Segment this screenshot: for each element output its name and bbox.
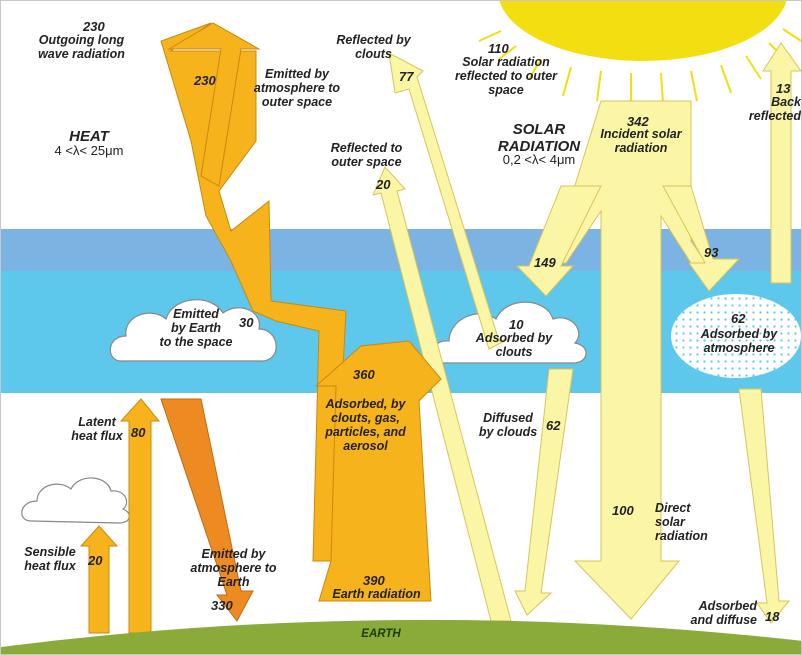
earth-radiation-label: Earth radiation — [332, 587, 421, 601]
outgoing-longwave-value: 230 — [83, 19, 105, 34]
heat-title: HEAT — [69, 128, 109, 145]
direct-value: 100 — [612, 503, 634, 518]
sun — [478, 1, 801, 104]
cloud-small — [21, 477, 130, 524]
incident-label: Incident solar radiation — [600, 127, 682, 155]
arrow-93 — [662, 185, 741, 292]
earth-radiation-arrow — [314, 340, 442, 602]
absorbed-gas-value: 360 — [353, 367, 375, 382]
earth-radiation-value: 390 — [363, 573, 385, 588]
cloud-middle — [431, 301, 587, 364]
emitted-atmosphere-space-value: 230 — [194, 73, 216, 88]
solar-reflected-label: Solar radiation reflected to outer space — [454, 55, 558, 97]
back-reflected-value: 13 — [776, 81, 791, 96]
emitted-earth-space-label: Emitted by Earth to the space — [159, 307, 233, 349]
emitted-atmosphere-earth-label: Emitted by atmosphere to Earth — [190, 547, 277, 589]
absorbed-clouds-label: Adsorbed by clouts — [475, 331, 553, 359]
absorbed-clouds-value: 10 — [509, 317, 524, 332]
diffused-label: Diffused by clouds — [478, 411, 538, 439]
arrow-149 — [515, 185, 602, 297]
sensible-label: Sensible heat flux — [24, 545, 76, 573]
direct-label: Direct solar radiation — [655, 501, 708, 543]
latent-label: Latent heat flux — [71, 415, 123, 443]
solar-title: SOLAR RADIATION — [497, 121, 581, 155]
emitted-atmosphere-earth-value: 330 — [211, 598, 233, 613]
absorbed-diffuse-value: 18 — [765, 609, 780, 624]
diffused-value: 62 — [546, 418, 561, 433]
outgoing-longwave-arrow — [167, 22, 261, 187]
sensible-value: 20 — [88, 553, 103, 568]
reflected-clouds-arrow — [388, 52, 510, 350]
absorbed-gas-label: Adsorbed, by clouts, gas, particles, and… — [325, 397, 406, 453]
reflected-outer-label: Reflected to outer space — [330, 141, 403, 169]
solar-reflected-value: 110 — [488, 41, 509, 56]
earth-ground — [1, 619, 801, 654]
reflected-outer-arrow — [372, 166, 512, 622]
earth-label: EARTH — [361, 628, 401, 640]
absorbed-diffuse-label: Adsorbed and diffuse — [690, 599, 757, 627]
emitted-atmosphere-space-label: Emitted by atmosphere to outer space — [253, 67, 341, 109]
sensible-heat-arrow — [79, 525, 119, 634]
reflected-outer-value: 20 — [376, 177, 391, 192]
cloud-left — [109, 299, 277, 362]
latent-heat-arrow — [119, 398, 161, 634]
reflected-clouds-label: Reflected by clouts — [336, 33, 411, 61]
atmosphere-absorption-ellipse — [671, 294, 801, 378]
emitted-atmosphere-earth-arrow — [160, 398, 254, 622]
to-atmosphere-value: 93 — [704, 245, 719, 260]
incident-value: 342 — [627, 114, 649, 129]
incident-solar-arrow — [550, 100, 707, 620]
absorbed-atmosphere-value: 62 — [731, 311, 746, 326]
back-reflected-label: Back reflected — [748, 95, 801, 123]
emitted-earth-space-value: 30 — [239, 315, 254, 330]
outgoing-longwave-label: Outgoing long wave radiation — [38, 33, 125, 61]
absorbed-atmosphere-label: Adsorbed by atmosphere — [700, 327, 778, 355]
solar-range: 0,2 <λ< 4μm — [502, 152, 576, 167]
back-reflected-arrow — [762, 42, 801, 284]
diffused-arrow — [514, 368, 574, 616]
absorbed-diffuse-arrow — [738, 388, 791, 624]
latent-value: 80 — [131, 425, 146, 440]
reflected-clouds-value: 77 — [399, 69, 414, 84]
to-clouds-value: 149 — [534, 255, 556, 270]
heat-range: 4 <λ< 25μm — [54, 143, 124, 158]
